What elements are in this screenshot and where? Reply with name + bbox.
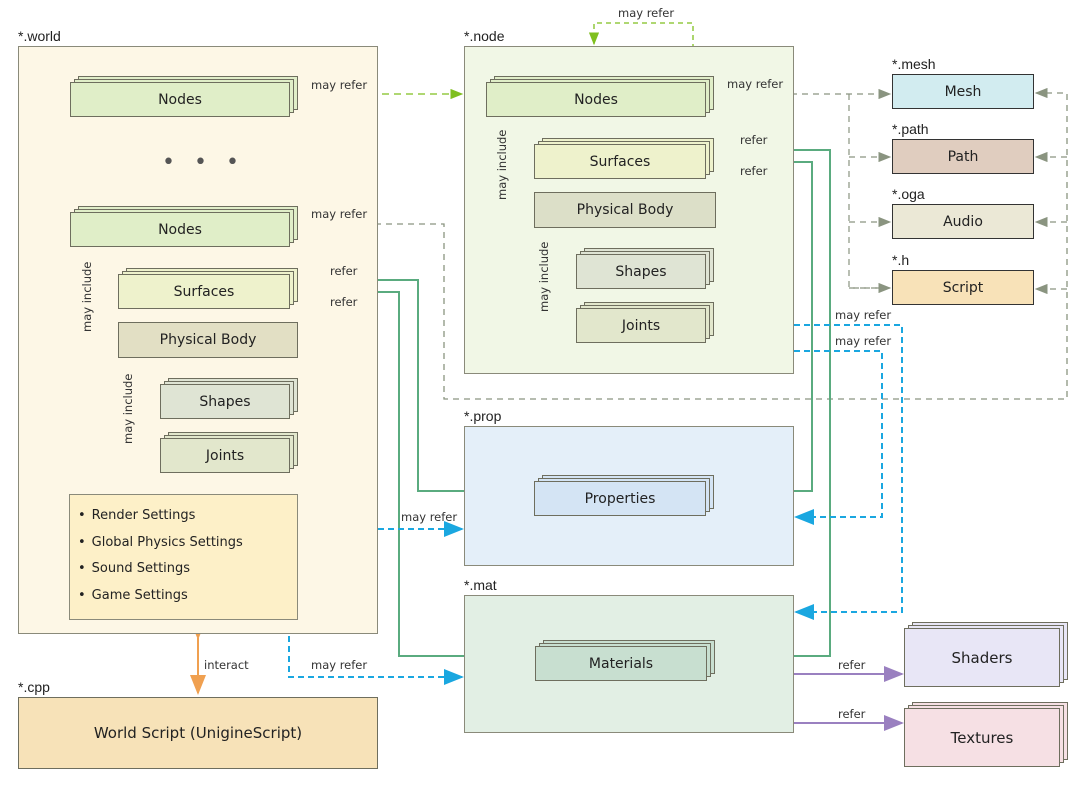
edge-label-may-refer: may refer	[835, 334, 892, 348]
mesh-box[interactable]: Mesh	[892, 74, 1034, 109]
path-box[interactable]: Path	[892, 139, 1034, 174]
edge-world-to-mat	[288, 636, 464, 685]
materials-label: Materials	[535, 646, 707, 681]
mat-file-label: *.mat	[464, 577, 497, 593]
node-surfaces-label: Surfaces	[534, 144, 706, 179]
edge-label-may-include: may include	[121, 373, 135, 444]
script-box[interactable]: Script	[892, 270, 1034, 305]
world-shapes[interactable]: Shapes	[160, 378, 298, 420]
textures[interactable]: Textures	[904, 702, 1068, 768]
node-nodes[interactable]: Nodes	[486, 76, 714, 118]
oga-file-label: *.oga	[892, 186, 925, 202]
node-surfaces[interactable]: Surfaces	[534, 138, 714, 180]
node-nodes-label: Nodes	[486, 82, 706, 117]
audio-box[interactable]: Audio	[892, 204, 1034, 239]
world-surfaces-label: Surfaces	[118, 274, 290, 309]
edge-world-nodes-to-assets	[298, 87, 1068, 400]
world-surfaces[interactable]: Surfaces	[118, 268, 298, 310]
edge-label-may-include: may include	[537, 241, 551, 312]
world-joints[interactable]: Joints	[160, 432, 298, 474]
edge-label-may-refer: may refer	[311, 207, 368, 221]
edge-label-may-refer: may refer	[311, 658, 368, 672]
node-shapes[interactable]: Shapes	[576, 248, 714, 290]
textures-label: Textures	[904, 708, 1060, 767]
edge-label-may-refer: may refer	[618, 6, 675, 20]
node-file-label: *.node	[464, 28, 505, 44]
edge-label-refer: refer	[740, 164, 768, 178]
world-nodes-label: Nodes	[70, 212, 290, 247]
materials[interactable]: Materials	[535, 640, 715, 682]
edge-node-to-assets	[848, 94, 890, 289]
edge-label-interact: interact	[204, 658, 249, 672]
edge-label-may-refer: may refer	[401, 510, 458, 524]
node-physical-body[interactable]: Physical Body	[534, 192, 716, 228]
world-nodes[interactable]: Nodes	[70, 206, 298, 248]
node-shapes-label: Shapes	[576, 254, 706, 289]
edge-label-refer: refer	[740, 133, 768, 147]
ellipsis: • • •	[162, 150, 245, 175]
edge-label-refer: refer	[838, 707, 866, 721]
edge-label-refer: refer	[838, 658, 866, 672]
h-file-label: *.h	[892, 252, 910, 268]
world-shapes-label: Shapes	[160, 384, 290, 419]
edge-label-may-refer: may refer	[311, 78, 368, 92]
world-script-box[interactable]: World Script (UnigineScript)	[18, 697, 378, 769]
edge-label-may-include: may include	[80, 261, 94, 332]
prop-file-label: *.prop	[464, 408, 502, 424]
world-settings-list: Render Settings Global Physics Settings …	[69, 494, 298, 620]
edge-label-may-include: may include	[495, 129, 509, 200]
setting-item: Render Settings	[78, 505, 297, 532]
edge-label-may-refer: may refer	[835, 308, 892, 322]
cpp-file-label: *.cpp	[18, 679, 50, 695]
edge-label-refer: refer	[330, 264, 358, 278]
edge-node-self	[588, 22, 694, 76]
shaders-label: Shaders	[904, 628, 1060, 687]
shaders[interactable]: Shaders	[904, 622, 1068, 688]
world-physical-body[interactable]: Physical Body	[118, 322, 298, 358]
world-joints-label: Joints	[160, 438, 290, 473]
path-file-label: *.path	[892, 121, 929, 137]
setting-item: Game Settings	[78, 585, 297, 612]
world-nodes-top[interactable]: Nodes	[70, 76, 298, 118]
node-joints[interactable]: Joints	[576, 302, 714, 344]
world-file-label: *.world	[18, 28, 61, 44]
edge-node-to-prop	[794, 350, 883, 525]
mesh-file-label: *.mesh	[892, 56, 936, 72]
setting-item: Global Physics Settings	[78, 532, 297, 559]
edge-label-may-refer: may refer	[727, 77, 784, 91]
edge-label-refer: refer	[330, 295, 358, 309]
properties[interactable]: Properties	[534, 475, 714, 517]
world-nodes-top-label: Nodes	[70, 82, 290, 117]
properties-label: Properties	[534, 481, 706, 516]
setting-item: Sound Settings	[78, 558, 297, 585]
edge-node-to-mat	[794, 324, 903, 620]
node-joints-label: Joints	[576, 308, 706, 343]
